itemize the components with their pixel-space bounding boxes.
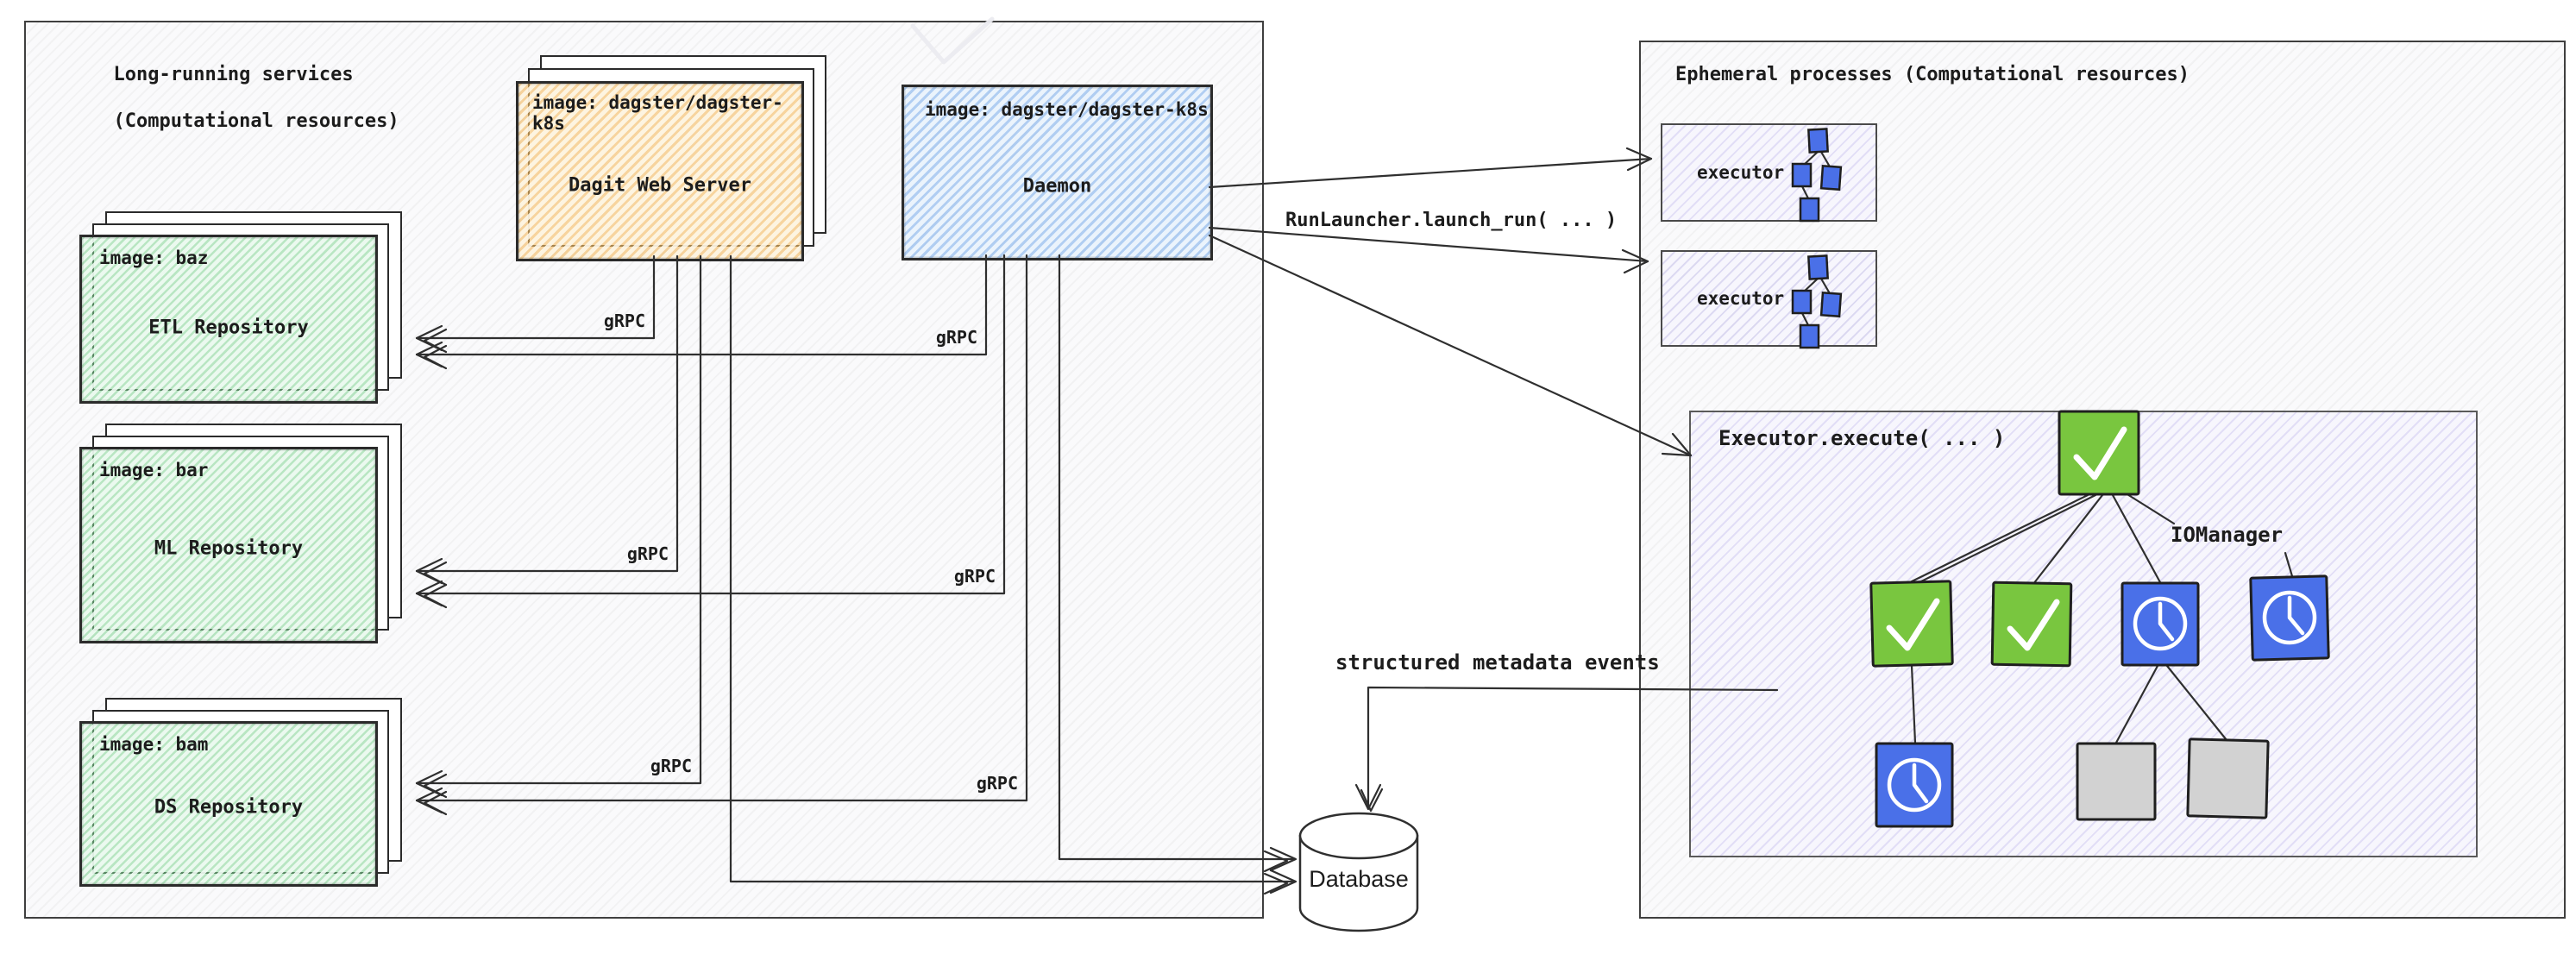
dagit-image-label: image: dagster/dagster-k8s [532, 92, 783, 134]
executor-1-label: executor [1697, 162, 1785, 183]
ml-repository-box: image: bar ML Repository [79, 447, 378, 643]
arrowhead-metadata-down [1354, 783, 1384, 813]
executor-box-1: executor [1661, 123, 1877, 222]
long-running-panel-label: Long-running services (Computational res… [45, 40, 399, 156]
metadata-events-label: structured metadata events [1335, 650, 1660, 675]
ds-title: DS Repository [154, 796, 304, 819]
executor-execute-box: Executor.execute( ... ) [1689, 411, 2478, 857]
executor-box-2: executor [1661, 250, 1877, 347]
dagit-title: Dagit Web Server [569, 174, 751, 197]
runlauncher-label: RunLauncher.launch_run( ... ) [1285, 210, 1618, 231]
executor-2-label: executor [1697, 288, 1785, 309]
etl-repository-box: image: baz ETL Repository [79, 235, 378, 404]
panel-label-line2: (Computational resources) [113, 110, 399, 132]
grpc-label-daemon-etl: gRPC [935, 327, 977, 348]
dagit-web-server-box: image: dagster/dagster-k8s Dagit Web Ser… [516, 81, 804, 261]
daemon-image-label: image: dagster/dagster-k8s [925, 99, 1209, 120]
iomanager-label: IOManager [2171, 523, 2284, 547]
etl-title: ETL Repository [148, 317, 309, 338]
runlauncher-arrow-2 [1208, 226, 1649, 263]
grpc-label-daemon-ds: gRPC [976, 773, 1018, 794]
ephemeral-panel-label: Ephemeral processes (Computational resou… [1675, 64, 2190, 85]
grpc-label-dagit-ds: gRPC [650, 756, 692, 776]
ml-image-label: image: bar [99, 460, 209, 480]
grpc-label-daemon-ml: gRPC [953, 566, 996, 587]
grpc-label-dagit-ml: gRPC [626, 543, 669, 564]
etl-image-label: image: baz [99, 248, 209, 268]
ds-image-label: image: bam [99, 734, 209, 755]
daemon-title: Daemon [1022, 175, 1092, 198]
ml-title: ML Repository [154, 537, 304, 560]
runlauncher-arrow-1 [1208, 157, 1653, 189]
ds-repository-box: image: bam DS Repository [79, 721, 378, 887]
database-label: Database [1309, 866, 1409, 892]
executor-execute-title: Executor.execute( ... ) [1718, 426, 2006, 450]
panel-label-line1: Long-running services [113, 64, 354, 85]
daemon-box: image: dagster/dagster-k8s Daemon [902, 85, 1213, 260]
grpc-label-dagit-etl: gRPC [603, 311, 645, 331]
daemon-executor-execute-arrow [1208, 234, 1693, 457]
